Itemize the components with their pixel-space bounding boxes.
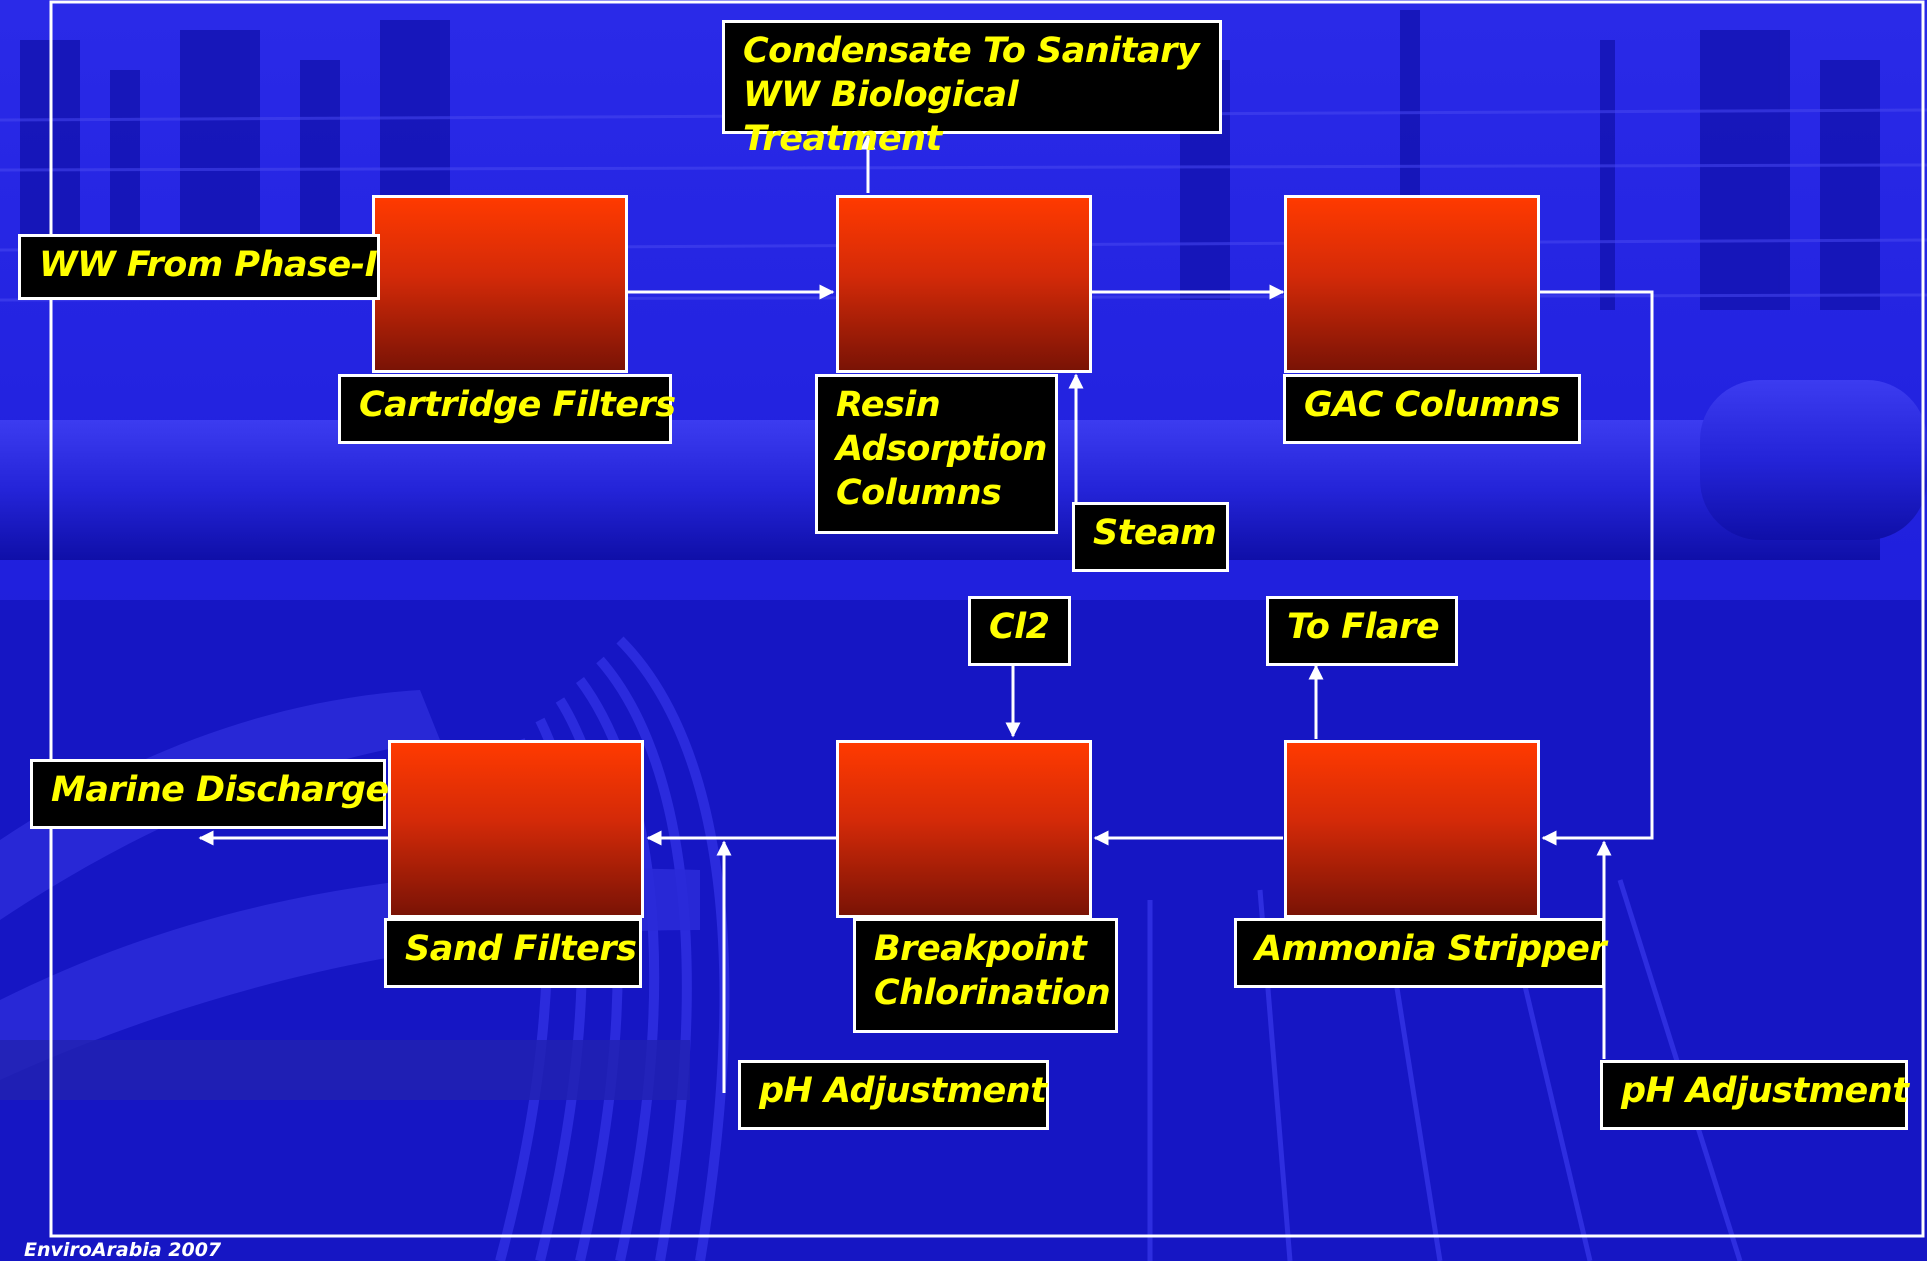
to-flare-label: To Flare: [1266, 596, 1458, 666]
source-label: WW From Phase-I: [18, 234, 380, 300]
sand-filters-label: Sand Filters: [384, 918, 642, 988]
gac-columns-unit: [1284, 195, 1540, 373]
footer-credit: EnviroArabia 2007: [24, 1239, 222, 1261]
ph-adjustment-label-right: pH Adjustment: [1600, 1060, 1909, 1130]
sand-filters-unit: [388, 740, 644, 918]
cl2-label: Cl2: [968, 596, 1071, 666]
marine-discharge-label: Marine Discharge: [30, 759, 389, 829]
ammonia-stripper-unit: [1284, 740, 1540, 918]
gac-columns-label: GAC Columns: [1283, 374, 1581, 444]
ph-adjustment-label-middle: pH Adjustment: [738, 1060, 1049, 1130]
steam-label: Steam: [1072, 502, 1229, 572]
breakpoint-chlorination-label: Breakpoint Chlorination: [853, 918, 1118, 1033]
resin-adsorption-unit: [836, 195, 1092, 373]
resin-adsorption-label: Resin Adsorption Columns: [815, 374, 1058, 534]
cartridge-filters-label: Cartridge Filters: [338, 374, 676, 444]
ammonia-stripper-label: Ammonia Stripper: [1234, 918, 1607, 988]
condensate-label: Condensate To Sanitary WW Biological Tre…: [722, 20, 1222, 159]
breakpoint-chlorination-unit: [836, 740, 1092, 918]
cartridge-filters-unit: [372, 195, 628, 373]
